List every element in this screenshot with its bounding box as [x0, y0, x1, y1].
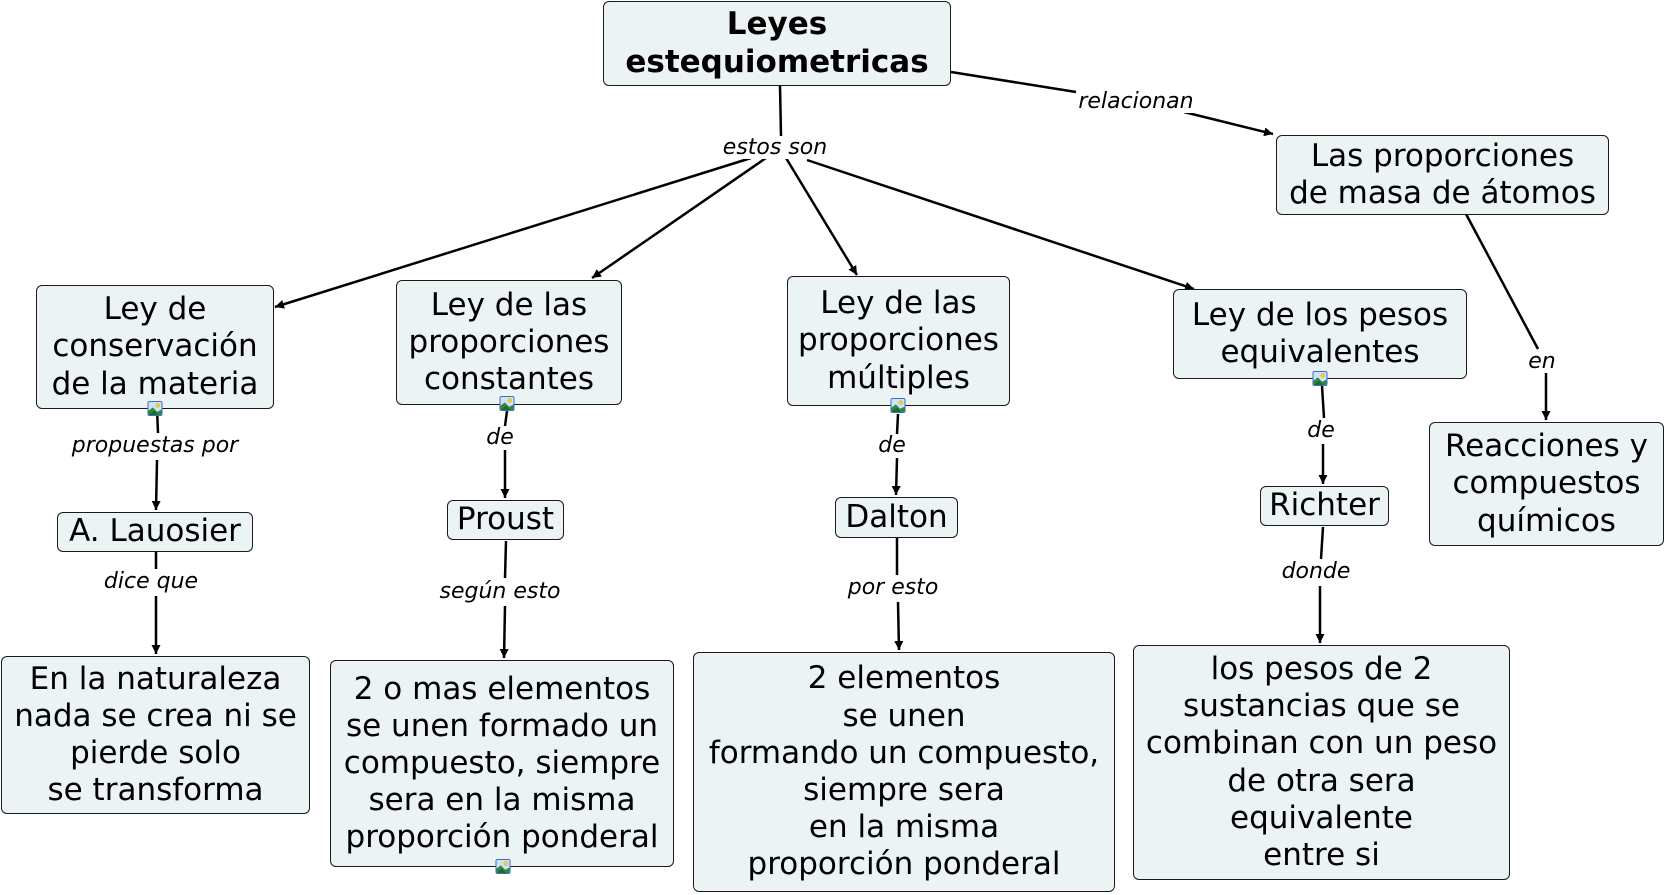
link-arrow	[591, 156, 767, 280]
node-def-equivalentes[interactable]: los pesos de 2 sustancias que se combina…	[1133, 645, 1510, 880]
link-label-relacionan[interactable]: relacionan	[1077, 89, 1195, 114]
link-line	[503, 410, 509, 427]
link-line	[895, 413, 900, 435]
image-icon[interactable]	[495, 859, 511, 874]
link-line	[950, 70, 1077, 94]
link-label-de-constantes[interactable]: de	[485, 425, 515, 450]
link-line	[1319, 526, 1325, 560]
link-arrow	[151, 459, 161, 511]
image-icon[interactable]	[499, 396, 515, 411]
node-lauosier[interactable]: A. Lauosier	[57, 512, 253, 552]
link-label-dice-que[interactable]: dice que	[102, 569, 200, 594]
link-arrow	[894, 601, 904, 651]
link-arrow	[499, 605, 509, 659]
link-arrow	[1183, 110, 1274, 137]
node-ley-conservacion[interactable]: Ley de conservación de la materia	[36, 285, 274, 409]
node-root[interactable]: Leyes estequiometricas	[603, 1, 951, 86]
link-line	[778, 85, 783, 137]
link-line	[503, 540, 508, 579]
node-dalton[interactable]: Dalton	[835, 497, 958, 538]
link-line	[1464, 213, 1540, 350]
link-label-donde[interactable]: donde	[1280, 559, 1352, 584]
link-label-segun-esto[interactable]: según esto	[438, 579, 562, 604]
image-icon[interactable]	[1312, 371, 1328, 386]
node-ley-constantes[interactable]: Ley de las proporciones constantes	[396, 280, 622, 405]
node-richter[interactable]: Richter	[1260, 486, 1389, 526]
link-arrow	[806, 158, 1195, 291]
link-line	[1320, 385, 1326, 419]
image-icon[interactable]	[890, 398, 906, 413]
node-def-multiples[interactable]: 2 elementos se unen formando un compuest…	[693, 652, 1115, 892]
link-label-propuestas-por[interactable]: propuestas por	[70, 433, 240, 458]
node-def-conservacion[interactable]: En la naturaleza nada se crea ni se pier…	[1, 656, 310, 814]
node-reacciones[interactable]: Reacciones y compuestos químicos	[1429, 422, 1664, 546]
node-ley-multiples[interactable]: Ley de las proporciones múltiples	[787, 276, 1010, 406]
node-def-constantes[interactable]: 2 o mas elementos se unen formado un com…	[330, 660, 674, 867]
link-label-estos-son[interactable]: estos son	[721, 135, 829, 160]
link-label-de-equivalentes[interactable]: de	[1306, 418, 1336, 443]
link-arrow	[274, 156, 752, 309]
link-label-por-esto[interactable]: por esto	[846, 575, 940, 600]
image-icon[interactable]	[147, 401, 163, 416]
link-arrow	[784, 157, 859, 276]
link-label-en[interactable]: en	[1527, 349, 1557, 374]
node-ley-equivalentes[interactable]: Ley de los pesos equivalentes	[1173, 289, 1467, 379]
link-label-de-multiples[interactable]: de	[877, 433, 907, 458]
node-proust[interactable]: Proust	[447, 500, 564, 540]
node-proporciones-masa[interactable]: Las proporciones de masa de átomos	[1276, 135, 1609, 215]
link-arrow	[891, 457, 901, 496]
